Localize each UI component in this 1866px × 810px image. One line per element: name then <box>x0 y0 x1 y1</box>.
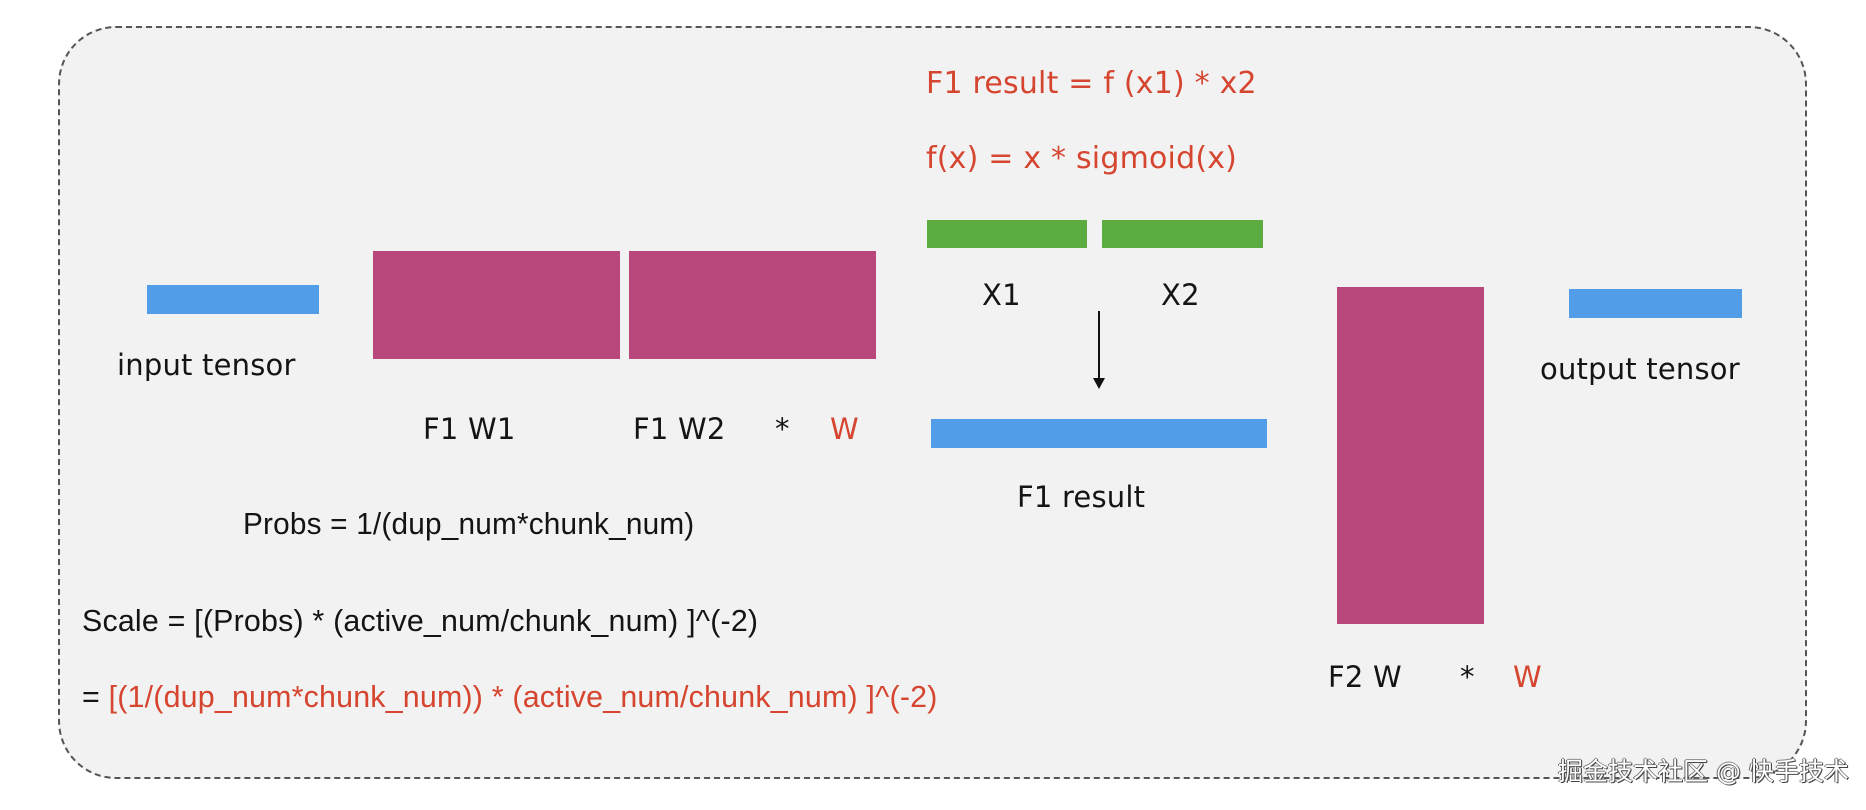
scale-expanded-equation: = [(1/(dup_num*chunk_num)) * (active_num… <box>82 681 938 712</box>
input-tensor-bar <box>147 285 319 314</box>
activation-formula: f(x) = x * sigmoid(x) <box>926 141 1238 176</box>
f1-w1-label: F1 W1 <box>423 412 516 446</box>
f1-w2-block <box>629 251 876 359</box>
watermark: 掘金技术社区 @ 快手技术 <box>1558 757 1849 786</box>
x1-bar <box>927 220 1087 248</box>
x1-label: X1 <box>982 278 1021 312</box>
down-arrow-shaft <box>1098 311 1100 379</box>
f2-w-block <box>1337 287 1484 624</box>
expanded-equals: = <box>82 679 109 714</box>
f1-result-formula: F1 result = f (x1) * x2 <box>926 66 1257 101</box>
f1-result-bar <box>931 419 1267 448</box>
f1-w2-multiplier: W <box>830 412 859 446</box>
f1-w2-multiply-op: * <box>775 412 790 446</box>
down-arrow-icon <box>1093 378 1105 389</box>
f2-multiplier: W <box>1513 660 1542 694</box>
x2-bar <box>1102 220 1263 248</box>
expanded-body: [(1/(dup_num*chunk_num)) * (active_num/c… <box>108 679 938 714</box>
diagram-panel <box>58 26 1807 779</box>
output-tensor-label: output tensor <box>1540 352 1740 386</box>
f2-multiply-op: * <box>1460 660 1475 694</box>
probs-equation: Probs = 1/(dup_num*chunk_num) <box>243 506 695 541</box>
f2-w-label: F2 W <box>1328 660 1402 694</box>
input-tensor-label: input tensor <box>117 348 296 382</box>
f1-w2-label: F1 W2 <box>633 412 726 446</box>
f1-w1-block <box>373 251 620 359</box>
x2-label: X2 <box>1161 278 1200 312</box>
output-tensor-bar <box>1569 289 1742 318</box>
f1-result-label: F1 result <box>1017 480 1146 514</box>
scale-equation: Scale = [(Probs) * (active_num/chunk_num… <box>82 603 759 638</box>
